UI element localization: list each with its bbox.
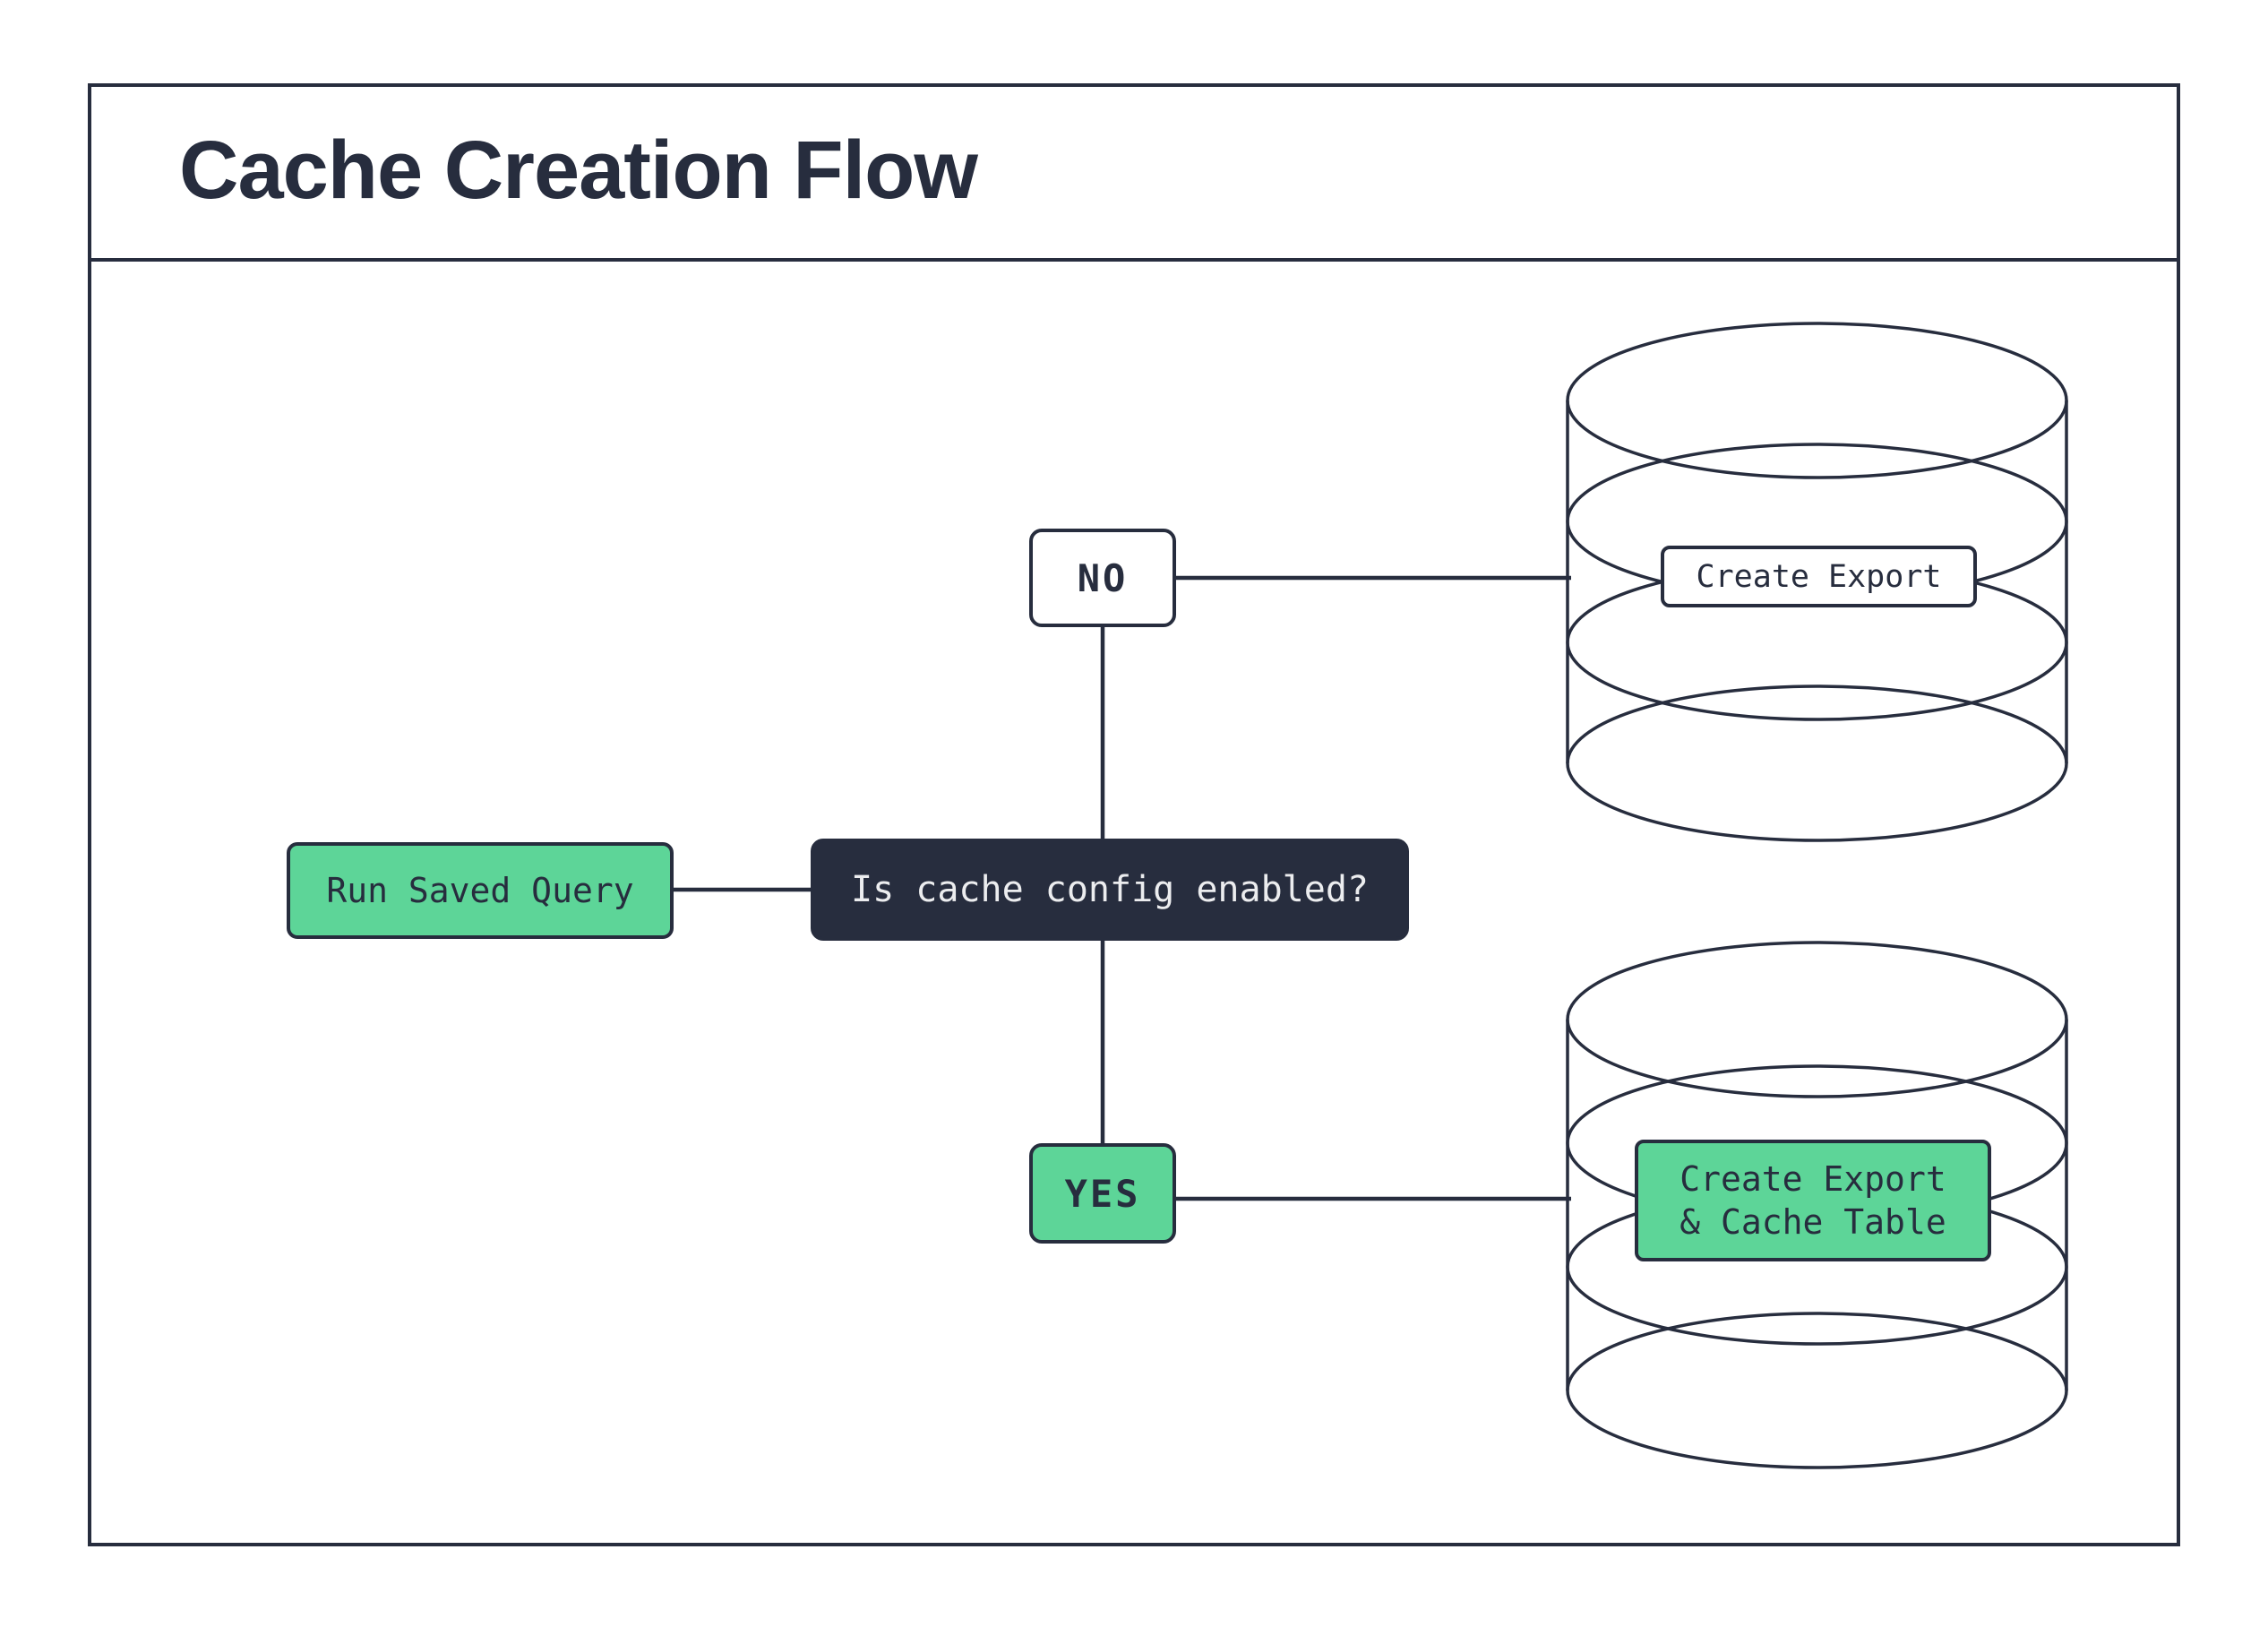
- connectors: [674, 575, 1571, 1201]
- cylinder-disk: [1566, 941, 2068, 1098]
- diagram-header: Cache Creation Flow: [88, 83, 2180, 262]
- node-branch-yes-label: YES: [1064, 1171, 1141, 1216]
- cylinder-disk: [1566, 1312, 2068, 1469]
- node-branch-no-label: NO: [1077, 555, 1129, 600]
- cylinder-disk: [1566, 684, 2068, 842]
- node-create-export-cache-table-line2: & Cache Table: [1680, 1202, 1946, 1242]
- page-title: Cache Creation Flow: [179, 125, 978, 216]
- node-create-export-cache-table-line1: Create Export: [1680, 1159, 1946, 1199]
- node-cache-config-decision-label: Is cache config enabled?: [851, 869, 1369, 910]
- node-run-saved-query: Run Saved Query: [287, 842, 674, 939]
- node-create-export-label: Create Export: [1696, 558, 1942, 595]
- node-create-export: Create Export: [1661, 546, 1977, 607]
- node-cache-config-decision: Is cache config enabled?: [811, 839, 1409, 941]
- node-branch-no: NO: [1029, 529, 1176, 627]
- node-run-saved-query-label: Run Saved Query: [326, 871, 634, 910]
- node-create-export-cache-table: Create Export & Cache Table: [1635, 1140, 1991, 1261]
- diagram-frame: [88, 83, 2180, 1546]
- node-branch-yes: YES: [1029, 1143, 1176, 1244]
- cylinder-disk: [1566, 322, 2068, 479]
